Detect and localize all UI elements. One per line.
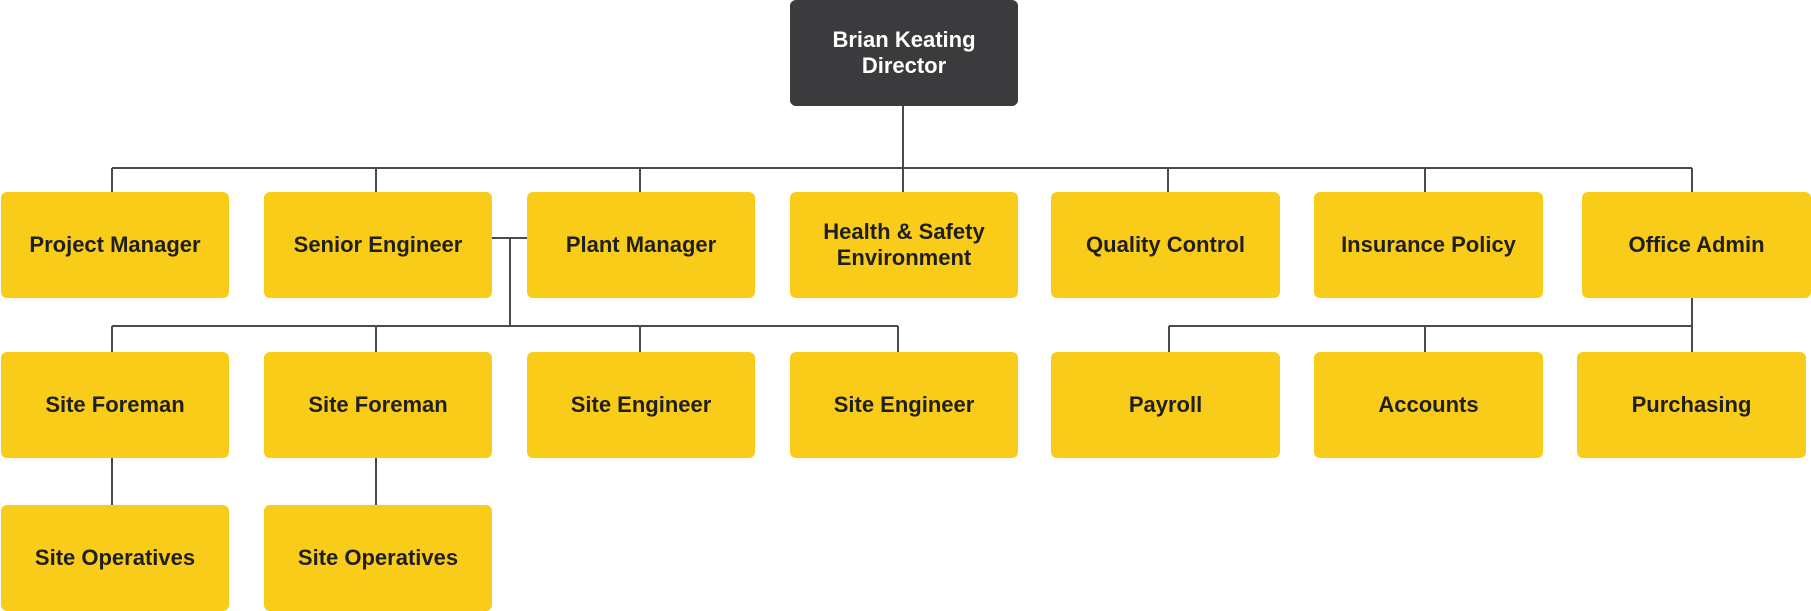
node-label: Senior Engineer <box>293 232 463 257</box>
node-site-foreman-1: Site Foreman <box>1 352 229 458</box>
node-site-operatives-2: Site Operatives <box>264 505 492 611</box>
node-label: Office Admin <box>1628 232 1765 257</box>
node-payroll: Payroll <box>1051 352 1280 458</box>
node-site-engineer-1: Site Engineer <box>527 352 755 458</box>
node-site-engineer-2: Site Engineer <box>790 352 1018 458</box>
node-label: Site Engineer <box>833 392 975 417</box>
director-name: Brian Keating <box>832 27 976 52</box>
node-label: Payroll <box>1128 392 1203 417</box>
director-role: Director <box>861 53 947 78</box>
node-senior-engineer: Senior Engineer <box>264 192 492 298</box>
node-label: Site Operatives <box>34 545 196 570</box>
node-insurance-policy: Insurance Policy <box>1314 192 1543 298</box>
node-label: Insurance Policy <box>1341 232 1516 257</box>
node-label: Plant Manager <box>565 232 717 257</box>
node-label: Site Engineer <box>570 392 712 417</box>
node-label: Health & Safety Environment <box>823 219 985 270</box>
node-label: Purchasing <box>1631 392 1752 417</box>
node-accounts: Accounts <box>1314 352 1543 458</box>
node-label: Accounts <box>1378 392 1479 417</box>
node-project-manager: Project Manager <box>1 192 229 298</box>
node-health-safety: Health & Safety Environment <box>790 192 1018 298</box>
node-site-foreman-2: Site Foreman <box>264 352 492 458</box>
node-site-operatives-1: Site Operatives <box>1 505 229 611</box>
node-label: Project Manager <box>29 232 201 257</box>
node-office-admin: Office Admin <box>1582 192 1811 298</box>
node-label: Site Operatives <box>297 545 459 570</box>
node-purchasing: Purchasing <box>1577 352 1806 458</box>
node-plant-manager: Plant Manager <box>527 192 755 298</box>
node-label: Site Foreman <box>45 392 185 417</box>
node-label: Site Foreman <box>308 392 448 417</box>
node-label: Quality Control <box>1086 232 1245 257</box>
node-quality-control: Quality Control <box>1051 192 1280 298</box>
